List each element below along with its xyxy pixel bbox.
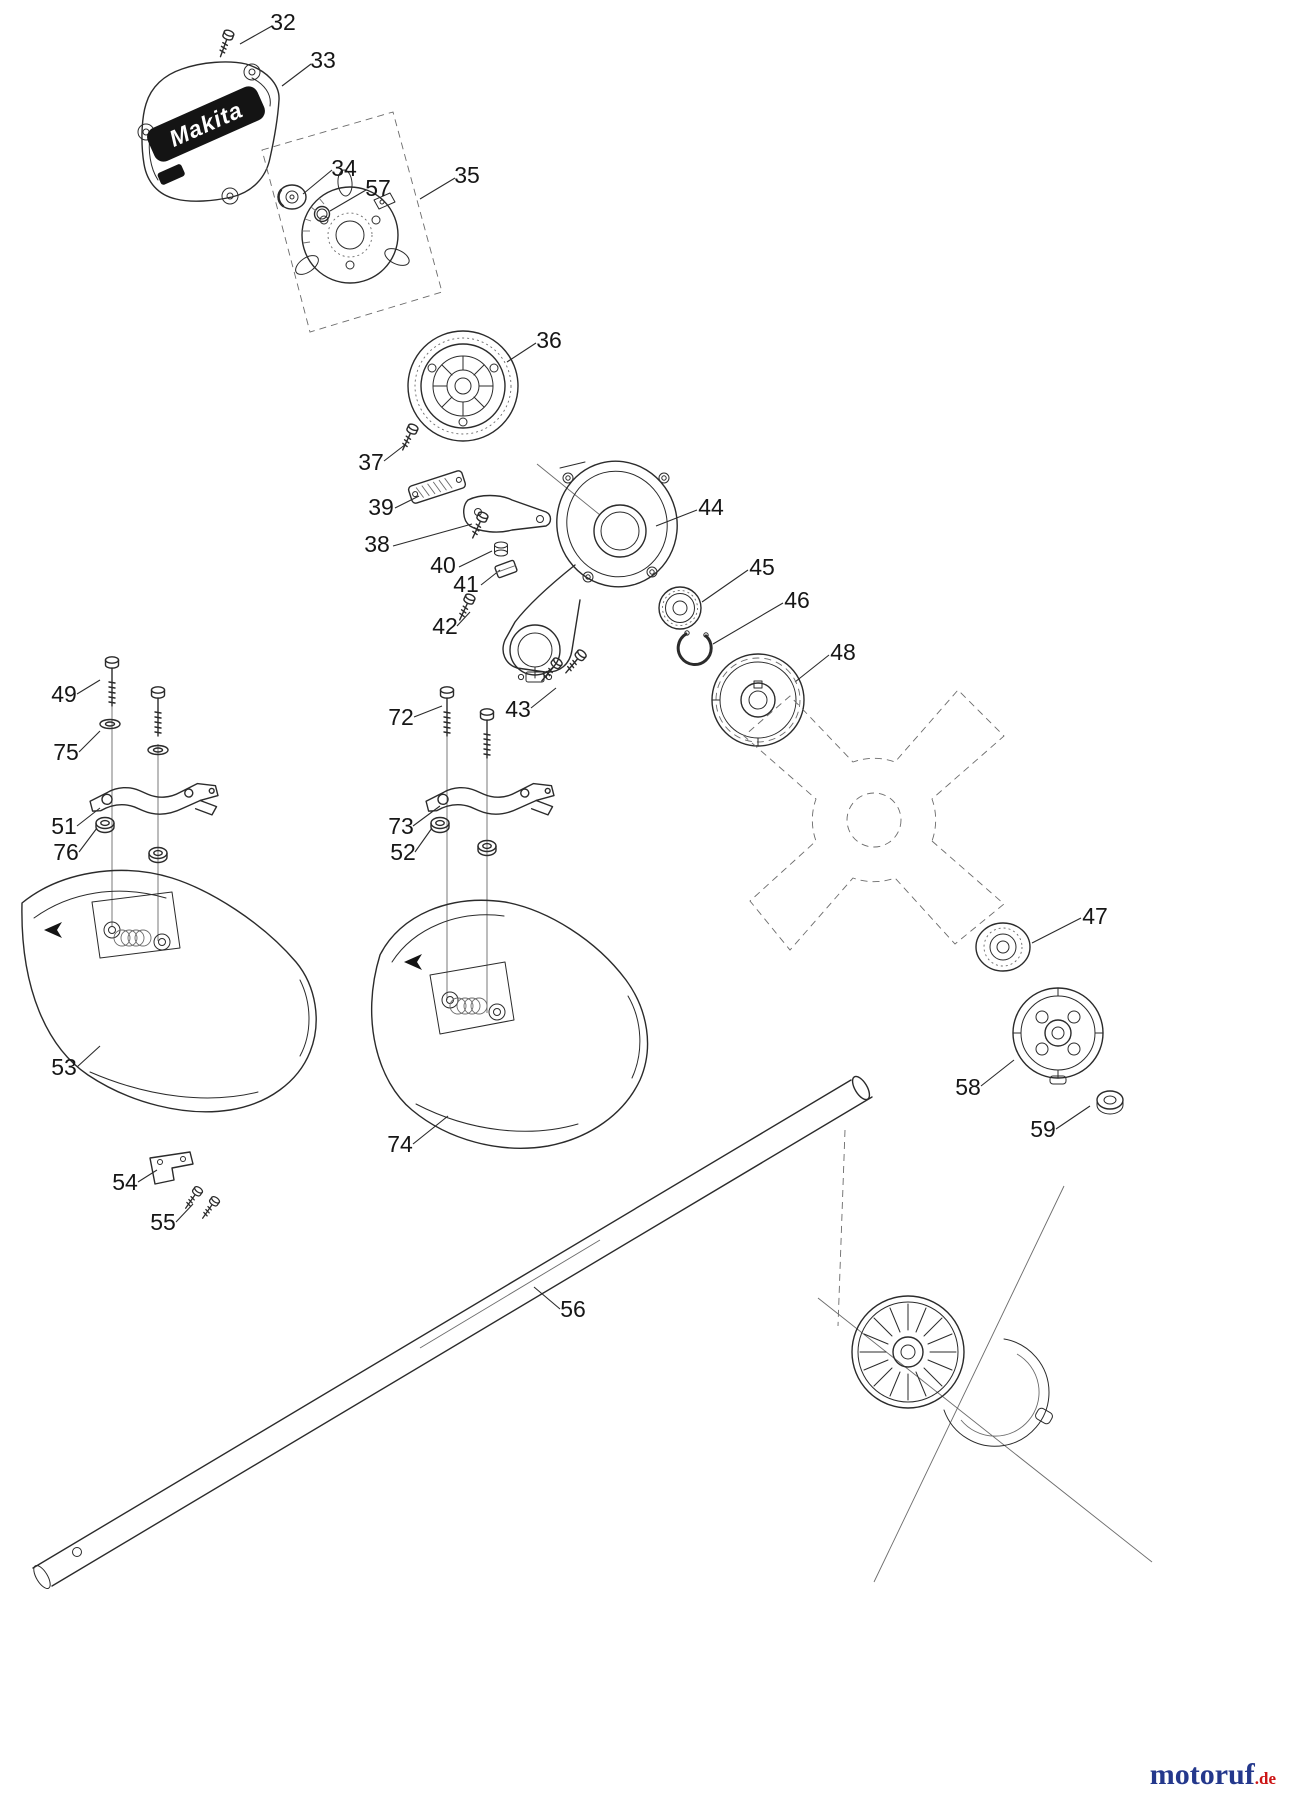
blade-outline bbox=[743, 689, 1005, 951]
model-badge bbox=[157, 164, 185, 185]
part-36-clutch-drum bbox=[407, 330, 519, 442]
part-73-clamp bbox=[424, 781, 556, 822]
part-label-56: 56 bbox=[560, 1296, 586, 1322]
part-label-45: 45 bbox=[749, 554, 775, 580]
part-label-53: 53 bbox=[51, 1054, 77, 1080]
part-label-32: 32 bbox=[270, 9, 296, 35]
part-39-plate bbox=[407, 470, 467, 504]
part-49-bolt-2 bbox=[150, 686, 166, 737]
part-72-bolt-2 bbox=[479, 708, 495, 759]
part-58-spool-base bbox=[1012, 987, 1104, 1085]
part-label-52: 52 bbox=[390, 839, 416, 865]
part-45-bearing bbox=[658, 586, 702, 630]
part-label-48: 48 bbox=[830, 639, 856, 665]
part-44-gear-housing bbox=[502, 460, 678, 683]
part-label-54: 54 bbox=[112, 1169, 138, 1195]
part-label-59: 59 bbox=[1030, 1116, 1056, 1142]
rotation-arrow-icon bbox=[404, 954, 422, 970]
part-75-washer bbox=[99, 718, 121, 730]
part-42-screw bbox=[454, 592, 477, 623]
part-53-guard bbox=[21, 869, 317, 1113]
part-34-bearing bbox=[277, 184, 307, 210]
part-label-46: 46 bbox=[784, 587, 810, 613]
part-51-clamp bbox=[88, 781, 220, 822]
part-label-47: 47 bbox=[1082, 903, 1108, 929]
part-74-guard bbox=[370, 899, 649, 1149]
part-56-shaft bbox=[32, 1075, 873, 1589]
part-label-35: 35 bbox=[454, 162, 480, 188]
mount-stack-left bbox=[88, 656, 220, 941]
part-57-oring bbox=[313, 205, 331, 223]
mount-stack-middle bbox=[424, 686, 556, 1013]
part-label-33: 33 bbox=[310, 47, 336, 73]
part-32-screw bbox=[215, 28, 236, 60]
part-33-cover: Makita bbox=[137, 61, 280, 205]
part-label-51: 51 bbox=[51, 813, 77, 839]
part-label-41: 41 bbox=[453, 571, 479, 597]
part-40-spacer bbox=[494, 541, 508, 557]
trimmer-head bbox=[817, 1185, 1153, 1583]
part-label-40: 40 bbox=[430, 552, 456, 578]
part-label-34: 34 bbox=[331, 155, 357, 181]
part-label-74: 74 bbox=[387, 1131, 413, 1157]
part-label-38: 38 bbox=[364, 531, 390, 557]
part-label-76: 76 bbox=[53, 839, 79, 865]
part-52-nut bbox=[430, 816, 450, 834]
part-49-bolt bbox=[104, 656, 120, 707]
part-label-44: 44 bbox=[698, 494, 724, 520]
rotation-arrow-icon bbox=[44, 922, 62, 938]
part-label-42: 42 bbox=[432, 613, 458, 639]
clutch-lever bbox=[463, 494, 552, 533]
part-48-flange bbox=[711, 653, 805, 747]
part-label-37: 37 bbox=[358, 449, 384, 475]
part-41-block bbox=[494, 559, 518, 579]
motoruf-brand-text: motoruf bbox=[1149, 1758, 1255, 1791]
part-label-75: 75 bbox=[53, 739, 79, 765]
part-55-screws bbox=[181, 1184, 222, 1222]
part-59-nut bbox=[1096, 1090, 1124, 1115]
part-labels: 32 33 34 57 35 36 37 39 38 40 41 42 44 4… bbox=[51, 9, 1108, 1322]
part-label-49: 49 bbox=[51, 681, 77, 707]
part-label-43: 43 bbox=[505, 696, 531, 722]
part-label-58: 58 bbox=[955, 1074, 981, 1100]
leader-lines bbox=[76, 25, 1091, 1310]
part-label-55: 55 bbox=[150, 1209, 176, 1235]
part-label-73: 73 bbox=[388, 813, 414, 839]
part-54-bracket bbox=[149, 1151, 194, 1185]
part-label-57: 57 bbox=[365, 175, 391, 201]
part-label-36: 36 bbox=[536, 327, 562, 353]
part-76-nut bbox=[95, 816, 115, 834]
part-label-72: 72 bbox=[388, 704, 414, 730]
motoruf-domain-suffix: .de bbox=[1254, 1769, 1276, 1788]
part-38-screw bbox=[467, 510, 490, 541]
part-47-washer bbox=[975, 922, 1031, 972]
part-72-bolt bbox=[439, 686, 455, 737]
part-46-snap-ring bbox=[676, 630, 713, 667]
part-label-39: 39 bbox=[368, 494, 394, 520]
motoruf-logo[interactable]: motoruf.de bbox=[1150, 1760, 1276, 1790]
part-35-cam-plate bbox=[261, 111, 443, 333]
